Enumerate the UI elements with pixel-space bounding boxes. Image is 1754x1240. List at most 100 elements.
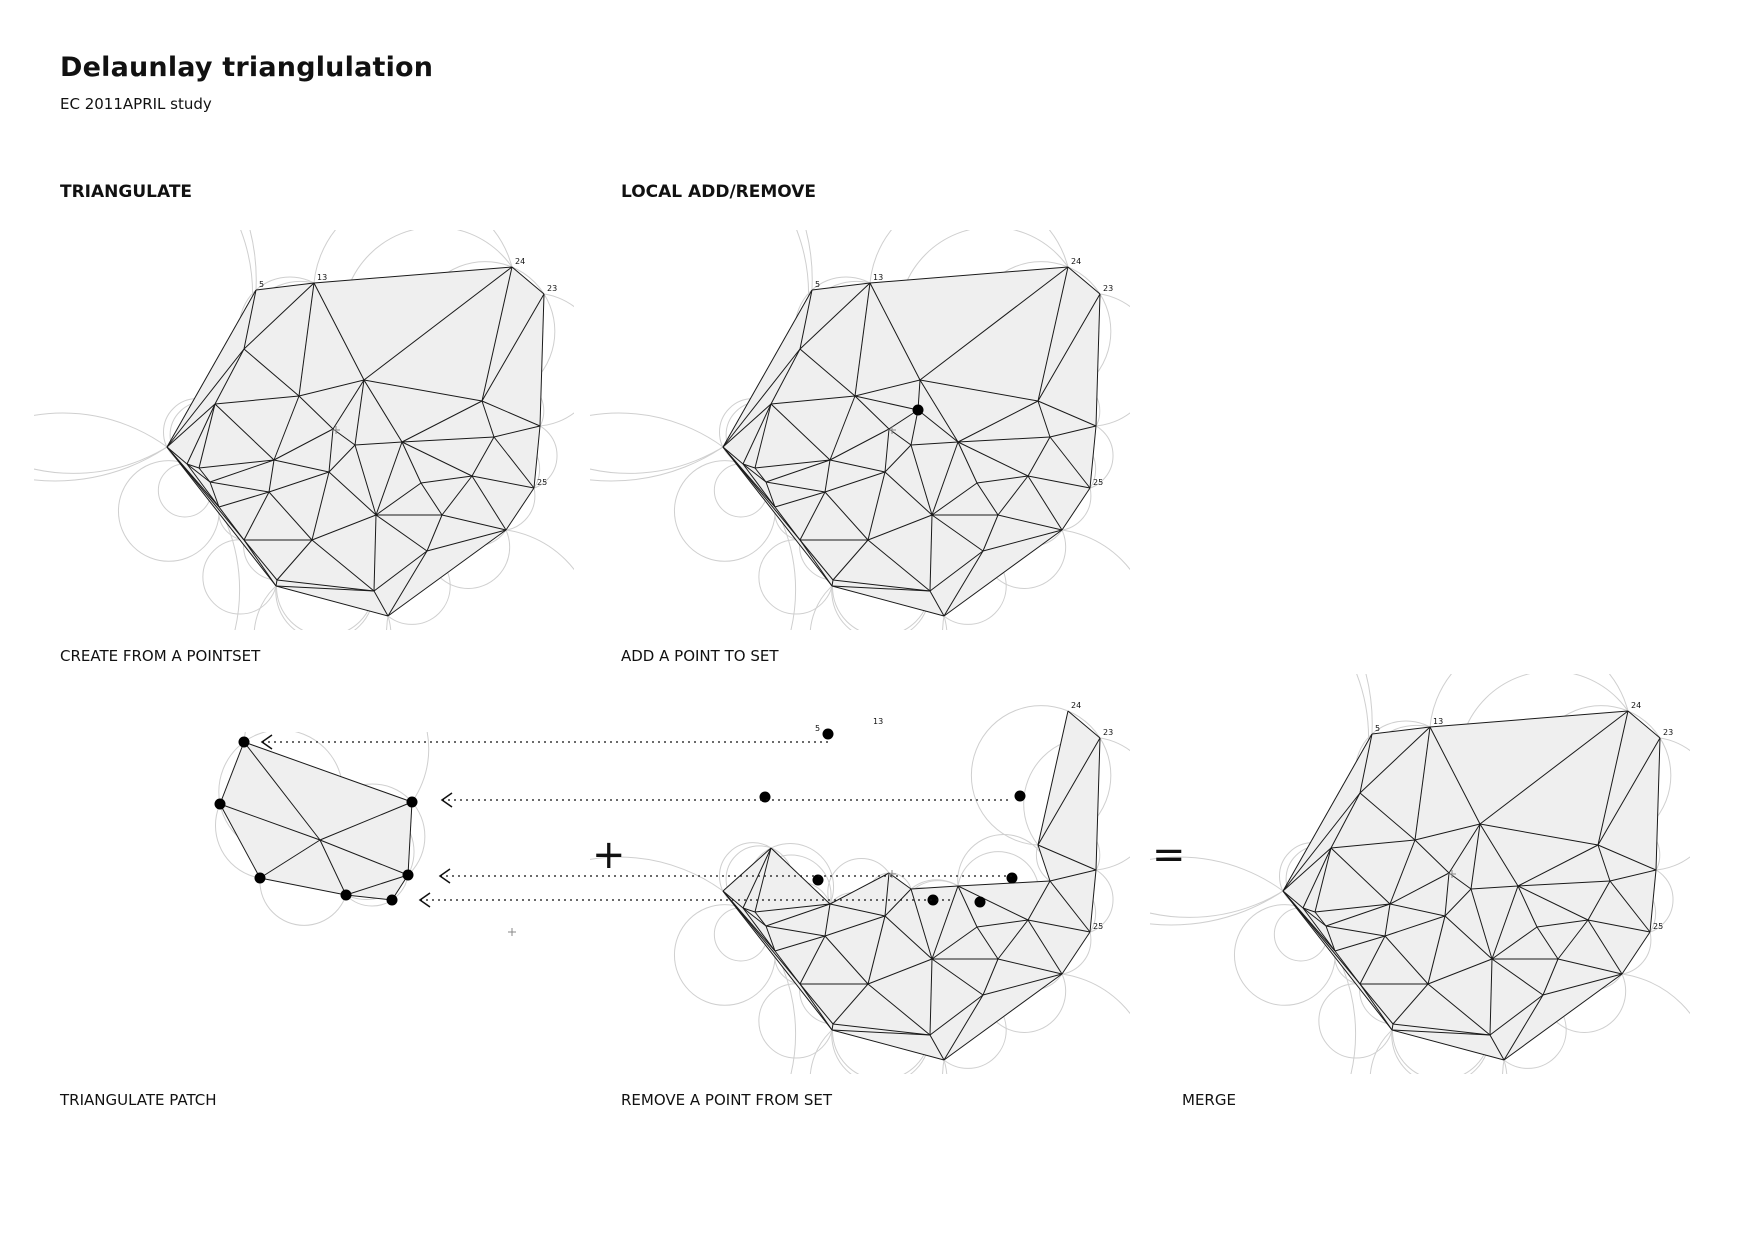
mesh-triangle — [244, 540, 312, 580]
mesh-edge — [1325, 903, 1391, 927]
triangle-fills — [167, 267, 544, 616]
mesh-triangle — [766, 904, 830, 936]
mesh-edge — [910, 444, 933, 516]
mesh-edge — [1391, 1029, 1505, 1061]
mesh-edge — [243, 348, 300, 397]
mesh-edge — [1503, 994, 1544, 1061]
mesh-triangle — [215, 396, 299, 460]
mesh-triangle — [329, 445, 376, 515]
mesh-edge — [1037, 400, 1051, 438]
mesh-edge — [888, 409, 919, 430]
mesh-edge — [1282, 890, 1304, 909]
mesh-edge — [375, 441, 403, 516]
mesh-edge — [1609, 869, 1657, 882]
mesh-triangle — [427, 515, 506, 551]
mesh-triangle — [771, 349, 855, 404]
mesh-edge — [1282, 890, 1361, 985]
mesh-edge — [1491, 958, 1544, 996]
vertex-label: 5 — [1375, 724, 1380, 733]
mesh-edge — [867, 915, 886, 985]
mesh-triangle — [723, 404, 771, 464]
mesh-edge — [186, 463, 200, 469]
mesh-triangle — [911, 410, 958, 445]
mesh-edge — [268, 491, 313, 541]
mesh-edge — [1470, 823, 1481, 890]
mesh-edge — [511, 266, 545, 295]
mesh-edge — [1517, 885, 1589, 921]
mesh-edge — [754, 847, 772, 913]
mesh-triangle — [1588, 920, 1650, 974]
mesh-edge — [505, 487, 535, 531]
circumcircle — [34, 230, 254, 474]
mesh-edge — [1479, 823, 1599, 846]
mesh-edge — [243, 282, 315, 350]
mesh-edge — [742, 907, 767, 927]
mesh-edge — [854, 395, 919, 411]
mesh-edge — [742, 907, 756, 913]
mesh-edge — [1371, 726, 1431, 735]
mesh-edge — [831, 1029, 945, 1061]
mesh-edge — [770, 348, 801, 405]
mesh-edge — [765, 481, 776, 508]
mesh-triangle — [723, 848, 771, 908]
mesh-edge — [867, 471, 886, 541]
mesh-edge — [275, 585, 375, 592]
mesh-edge — [957, 885, 978, 928]
mesh-edge — [328, 428, 334, 473]
mesh-edge — [1037, 400, 1097, 427]
mesh-edge — [754, 467, 767, 483]
mesh-triangle — [932, 483, 998, 515]
mesh-edge — [1389, 839, 1416, 905]
mesh-edge — [1282, 890, 1393, 1031]
mesh-edge — [1557, 919, 1589, 960]
highlighted-point — [340, 889, 352, 901]
mesh-edge — [1049, 880, 1091, 933]
mesh-edge — [742, 907, 776, 952]
mesh-edge — [166, 446, 188, 465]
mesh-edge — [1384, 903, 1391, 937]
mesh-edge — [276, 539, 313, 581]
mesh-triangle — [930, 551, 983, 616]
mesh-edge — [931, 482, 978, 516]
mesh-triangle — [998, 476, 1062, 530]
mesh-edge — [957, 436, 1051, 443]
mesh-triangle — [930, 959, 983, 1035]
mesh-triangle — [376, 442, 421, 515]
mesh-edge — [1597, 844, 1611, 882]
mesh-edge — [1095, 737, 1101, 871]
mesh-edge — [219, 803, 261, 879]
mesh-edge — [1061, 931, 1091, 975]
mesh-triangle — [830, 396, 889, 460]
triangle-edges — [722, 710, 1101, 1061]
mesh-triangle — [825, 904, 885, 936]
mesh-edge — [919, 266, 1069, 381]
mesh-edge — [471, 436, 495, 477]
mesh-edge — [1491, 926, 1538, 960]
triangle-edges — [166, 266, 545, 617]
mesh-edge — [363, 379, 403, 443]
mesh-edge — [754, 903, 831, 913]
mesh-edge — [1389, 872, 1450, 905]
equals-operator: = — [1152, 832, 1186, 878]
mesh-edge — [328, 444, 356, 473]
triangle-edges — [722, 266, 1101, 617]
mesh-triangle — [1390, 840, 1449, 904]
mesh-edge — [884, 872, 890, 917]
mesh-edge — [259, 877, 347, 896]
mesh-edge — [243, 741, 321, 841]
highlighted-point — [1006, 872, 1018, 884]
arrow-left-icon — [440, 792, 453, 808]
mesh-edge — [166, 403, 216, 448]
mesh-triangle — [1490, 995, 1543, 1060]
mesh-edge — [774, 491, 826, 508]
vertex-label: 5 — [259, 280, 264, 289]
mesh-triangle — [1360, 727, 1430, 840]
mesh-triangle — [911, 886, 958, 959]
vertex-label: 13 — [873, 717, 883, 726]
mesh-edge — [319, 801, 413, 841]
mesh-edge — [186, 403, 216, 465]
mesh-edge — [313, 266, 513, 284]
mesh-triangle — [355, 380, 402, 445]
mesh-triangle — [766, 460, 830, 492]
mesh-triangle — [983, 515, 1062, 551]
